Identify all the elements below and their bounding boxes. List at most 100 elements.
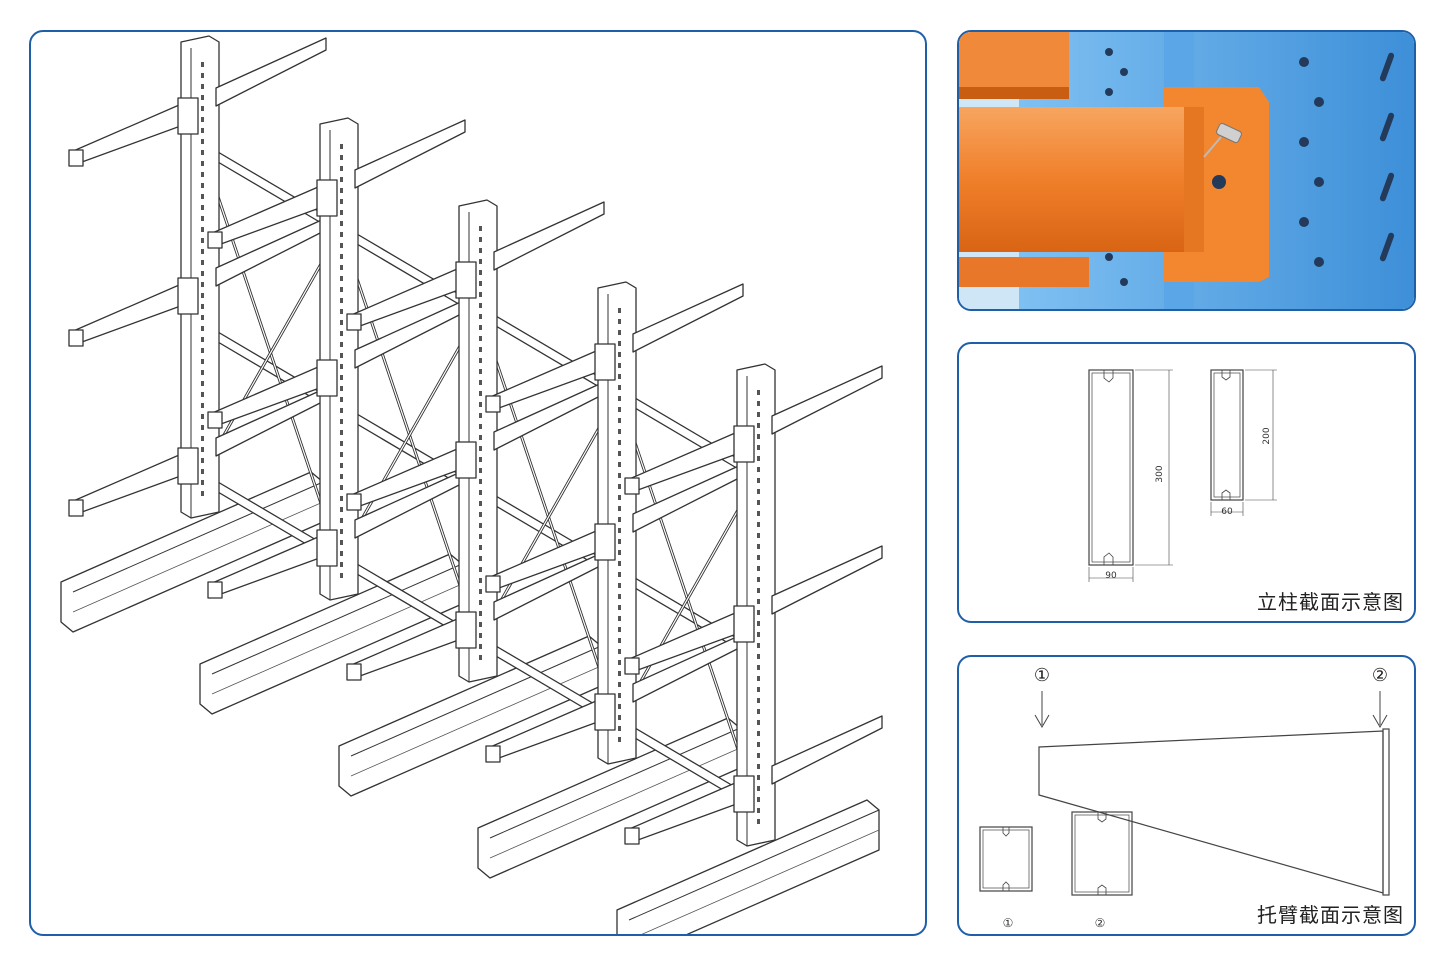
upright-hole bbox=[340, 188, 343, 193]
upright-hole bbox=[479, 424, 482, 429]
upright-hole bbox=[618, 440, 621, 445]
upright-hole bbox=[340, 452, 343, 457]
upright-hole bbox=[201, 161, 204, 166]
upright-hole bbox=[757, 610, 760, 615]
upright-hole bbox=[479, 556, 482, 561]
upright-hole bbox=[479, 446, 482, 451]
upright-hole bbox=[479, 589, 482, 594]
arm-bracket bbox=[733, 605, 755, 643]
column-section-caption: 立柱截面示意图 bbox=[1257, 590, 1404, 614]
upright-hole bbox=[479, 325, 482, 330]
upright-hole bbox=[201, 117, 204, 122]
upright-hole bbox=[757, 709, 760, 714]
upright-hole bbox=[479, 380, 482, 385]
upright-hole bbox=[201, 293, 204, 298]
upright-hole bbox=[618, 605, 621, 610]
upright-hole bbox=[757, 401, 760, 406]
arm-tip bbox=[485, 575, 501, 593]
upright-hole bbox=[340, 408, 343, 413]
upright-hole bbox=[618, 627, 621, 632]
upright-hole bbox=[201, 205, 204, 210]
upright-hole bbox=[201, 62, 204, 67]
upright-hole bbox=[201, 249, 204, 254]
upright-hole bbox=[201, 194, 204, 199]
back-arm bbox=[354, 119, 466, 189]
diagonal-brace-inner bbox=[202, 233, 339, 473]
upright-hole bbox=[618, 539, 621, 544]
upright-hole bbox=[201, 337, 204, 342]
upright-hole bbox=[618, 682, 621, 687]
upright-holes bbox=[1105, 48, 1395, 286]
upright-hole bbox=[479, 633, 482, 638]
upright-hole bbox=[340, 419, 343, 424]
upright-hole bbox=[757, 676, 760, 681]
upright-hole bbox=[618, 363, 621, 368]
upright-hole bbox=[618, 319, 621, 324]
upright-hole bbox=[618, 352, 621, 357]
back-arm bbox=[493, 201, 605, 271]
upright-hole bbox=[201, 216, 204, 221]
upright-hole bbox=[618, 396, 621, 401]
upright-hole bbox=[340, 144, 343, 149]
upright-hole bbox=[479, 237, 482, 242]
upright-hole bbox=[340, 199, 343, 204]
upright-hole bbox=[757, 775, 760, 780]
upright-hole bbox=[479, 347, 482, 352]
upright-hole bbox=[479, 468, 482, 473]
upright-hole bbox=[618, 561, 621, 566]
lock-pin bbox=[1216, 122, 1242, 144]
upright-hole bbox=[201, 392, 204, 397]
big-width-dim: 90 bbox=[1105, 571, 1117, 581]
arm-marker-2: ② bbox=[1372, 665, 1388, 686]
arm-tip bbox=[207, 411, 223, 429]
upright-hole bbox=[340, 243, 343, 248]
upright-hole bbox=[340, 430, 343, 435]
upright-hole bbox=[618, 473, 621, 478]
upright-hole bbox=[757, 720, 760, 725]
upright-hole bbox=[479, 292, 482, 297]
upright-hole bbox=[340, 529, 343, 534]
upright-hole bbox=[757, 489, 760, 494]
arm-tip bbox=[68, 499, 84, 517]
upright-hole bbox=[201, 381, 204, 386]
base-beam-edge bbox=[72, 481, 324, 593]
upright-hole bbox=[479, 303, 482, 308]
arm-tip bbox=[346, 493, 362, 511]
upright-hole bbox=[340, 177, 343, 182]
upright-hole bbox=[340, 441, 343, 446]
upright-hole bbox=[479, 479, 482, 484]
upright-hole bbox=[618, 715, 621, 720]
upright-hole bbox=[479, 611, 482, 616]
upright-hole bbox=[479, 259, 482, 264]
upright-hole bbox=[618, 517, 621, 522]
upright-hole bbox=[479, 358, 482, 363]
upright-hole bbox=[757, 797, 760, 802]
arm-bracket bbox=[177, 447, 199, 485]
upright-hole bbox=[618, 374, 621, 379]
upright-hole bbox=[201, 128, 204, 133]
upright-hole bbox=[479, 314, 482, 319]
upright-hole bbox=[201, 315, 204, 320]
upright-hole bbox=[757, 786, 760, 791]
upright-hole bbox=[340, 386, 343, 391]
upright-hole bbox=[340, 254, 343, 259]
arm-section-drawing: ① ② ① ② bbox=[979, 665, 1390, 930]
arm-bracket bbox=[455, 611, 477, 649]
back-arm bbox=[771, 365, 883, 435]
upright-hole bbox=[757, 599, 760, 604]
upright-hole bbox=[201, 414, 204, 419]
upright-hole bbox=[201, 95, 204, 100]
upright-hole bbox=[479, 512, 482, 517]
upright-hole bbox=[757, 753, 760, 758]
upright-hole bbox=[618, 726, 621, 731]
upright-hole bbox=[618, 704, 621, 709]
upright-hole bbox=[618, 407, 621, 412]
upright-hole bbox=[479, 600, 482, 605]
upright-hole bbox=[618, 583, 621, 588]
upright-hole bbox=[757, 456, 760, 461]
upright-hole bbox=[201, 172, 204, 177]
upright-hole bbox=[340, 364, 343, 369]
cantilever-arm bbox=[70, 101, 187, 167]
upright-hole bbox=[479, 622, 482, 627]
upright-hole bbox=[479, 336, 482, 341]
